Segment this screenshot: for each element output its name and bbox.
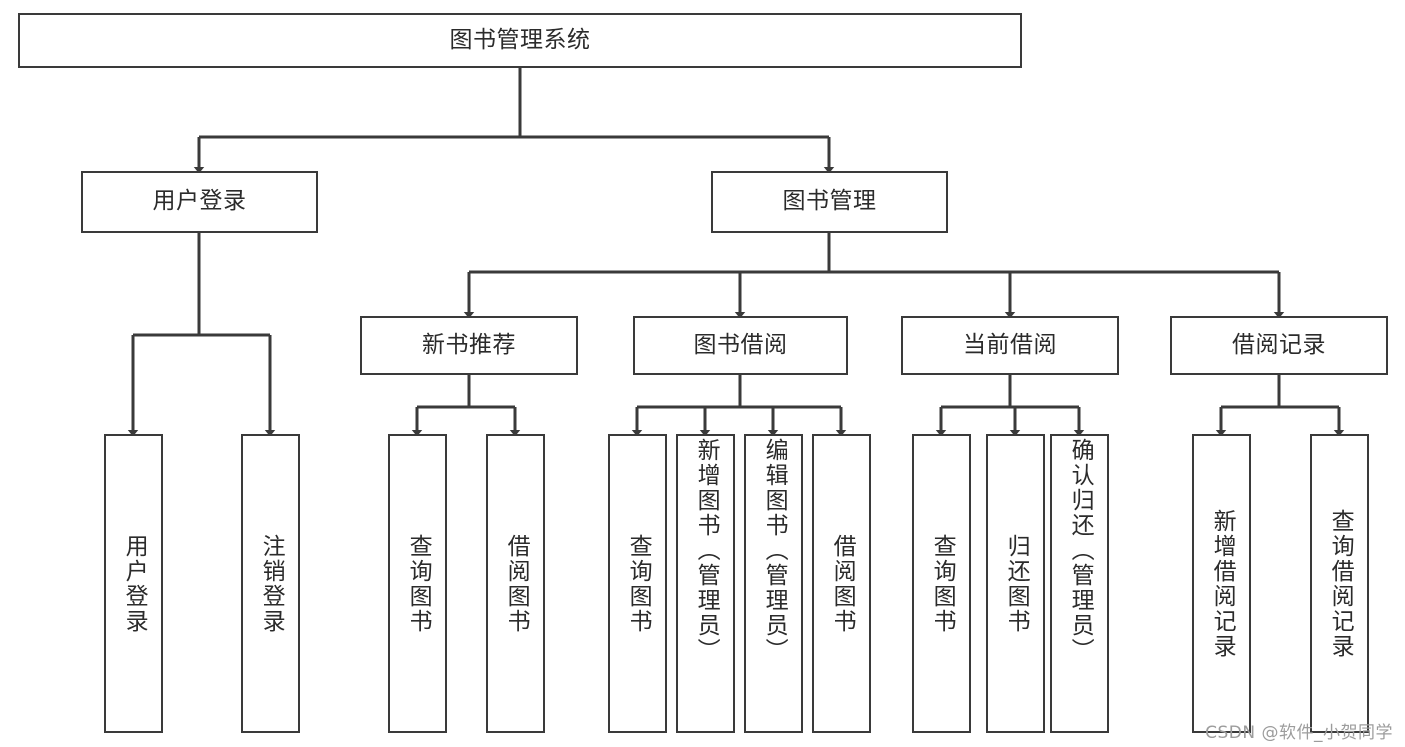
node-leaf-edit-book-admin[interactable]: 编辑图书（管理员） bbox=[744, 434, 803, 733]
node-label: 查询图书 bbox=[405, 533, 432, 634]
node-label: 查询借阅记录 bbox=[1327, 508, 1354, 659]
node-book-borrow[interactable]: 图书借阅 bbox=[633, 316, 848, 375]
node-label: 编辑图书（管理员） bbox=[761, 438, 788, 663]
node-book-management[interactable]: 图书管理 bbox=[711, 171, 948, 233]
node-label: 当前借阅 bbox=[963, 331, 1057, 358]
node-label: 图书借阅 bbox=[693, 331, 788, 358]
node-label: 新增借阅记录 bbox=[1209, 508, 1236, 659]
node-label: 归还图书 bbox=[1003, 533, 1030, 634]
node-root[interactable]: 图书管理系统 bbox=[18, 13, 1022, 68]
node-leaf-user-logout[interactable]: 注销登录 bbox=[241, 434, 300, 733]
node-label: 借阅图书 bbox=[503, 533, 530, 634]
node-leaf-return-book[interactable]: 归还图书 bbox=[986, 434, 1045, 733]
node-label: 用户登录 bbox=[121, 533, 148, 634]
node-label: 确认归还（管理员） bbox=[1067, 438, 1094, 663]
node-leaf-user-login[interactable]: 用户登录 bbox=[104, 434, 163, 733]
node-label: 用户登录 bbox=[152, 188, 247, 215]
node-leaf-add-book-admin[interactable]: 新增图书（管理员） bbox=[676, 434, 735, 733]
node-label: 借阅图书 bbox=[829, 533, 856, 634]
node-label: 借阅记录 bbox=[1232, 331, 1326, 358]
node-label: 新增图书（管理员） bbox=[693, 438, 720, 663]
node-leaf-borrow-book-rec[interactable]: 借阅图书 bbox=[486, 434, 545, 733]
node-new-book-recommend[interactable]: 新书推荐 bbox=[360, 316, 578, 375]
node-leaf-query-borrow-record[interactable]: 查询借阅记录 bbox=[1310, 434, 1369, 733]
node-label: 查询图书 bbox=[929, 533, 956, 634]
node-leaf-confirm-return-admin[interactable]: 确认归还（管理员） bbox=[1050, 434, 1109, 733]
csdn-watermark: CSDN @软件_小贺同学 bbox=[1205, 723, 1393, 743]
node-leaf-query-book-borrow[interactable]: 查询图书 bbox=[608, 434, 667, 733]
node-borrow-record[interactable]: 借阅记录 bbox=[1170, 316, 1388, 375]
node-label: 新书推荐 bbox=[422, 331, 516, 358]
node-current-borrow[interactable]: 当前借阅 bbox=[901, 316, 1119, 375]
node-leaf-add-borrow-record[interactable]: 新增借阅记录 bbox=[1192, 434, 1251, 733]
node-leaf-query-book-rec[interactable]: 查询图书 bbox=[388, 434, 447, 733]
node-leaf-borrow-book[interactable]: 借阅图书 bbox=[812, 434, 871, 733]
node-label: 注销登录 bbox=[258, 533, 285, 634]
node-label: 图书管理 bbox=[782, 188, 877, 215]
node-label: 图书管理系统 bbox=[449, 26, 591, 53]
node-user-login[interactable]: 用户登录 bbox=[81, 171, 318, 233]
node-leaf-query-book-current[interactable]: 查询图书 bbox=[912, 434, 971, 733]
node-label: 查询图书 bbox=[625, 533, 652, 634]
